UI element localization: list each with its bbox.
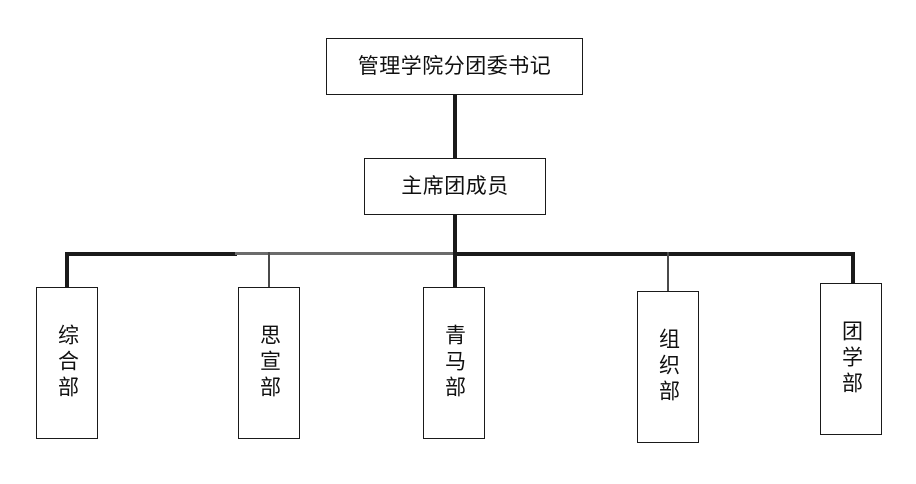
node-dept-propaganda-label: 思宣部 <box>257 324 282 402</box>
node-secretary[interactable]: 管理学院分团委书记 <box>326 38 583 95</box>
connector-drop-dept-youth-league <box>851 252 855 284</box>
node-dept-youth-league-label: 团学部 <box>839 320 864 398</box>
connector-drop-dept-propaganda <box>268 252 270 288</box>
connector-bus-right-segment <box>667 252 853 256</box>
node-secretary-label: 管理学院分团委书记 <box>357 53 552 78</box>
node-dept-youth-league[interactable]: 团学部 <box>820 283 882 435</box>
node-dept-general[interactable]: 综合部 <box>36 287 98 439</box>
node-presidium-label: 主席团成员 <box>401 173 509 198</box>
node-dept-qingma-label: 青马部 <box>442 324 467 402</box>
connector-presidium-trunk <box>453 214 457 255</box>
connector-bus-right-inner-segment <box>453 252 669 256</box>
node-dept-organization-label: 组织部 <box>656 328 681 406</box>
node-dept-general-label: 综合部 <box>55 324 80 402</box>
node-dept-organization[interactable]: 组织部 <box>637 291 699 443</box>
node-dept-qingma[interactable]: 青马部 <box>423 287 485 439</box>
connector-drop-dept-general <box>65 252 69 288</box>
connector-secretary-to-presidium <box>453 94 457 159</box>
node-presidium[interactable]: 主席团成员 <box>364 158 546 215</box>
connector-bus-left-segment <box>65 252 237 256</box>
connector-bus-left-inner-segment <box>235 252 455 255</box>
connector-drop-dept-qingma <box>453 252 457 288</box>
connector-drop-dept-organization <box>667 252 669 292</box>
node-dept-propaganda[interactable]: 思宣部 <box>238 287 300 439</box>
